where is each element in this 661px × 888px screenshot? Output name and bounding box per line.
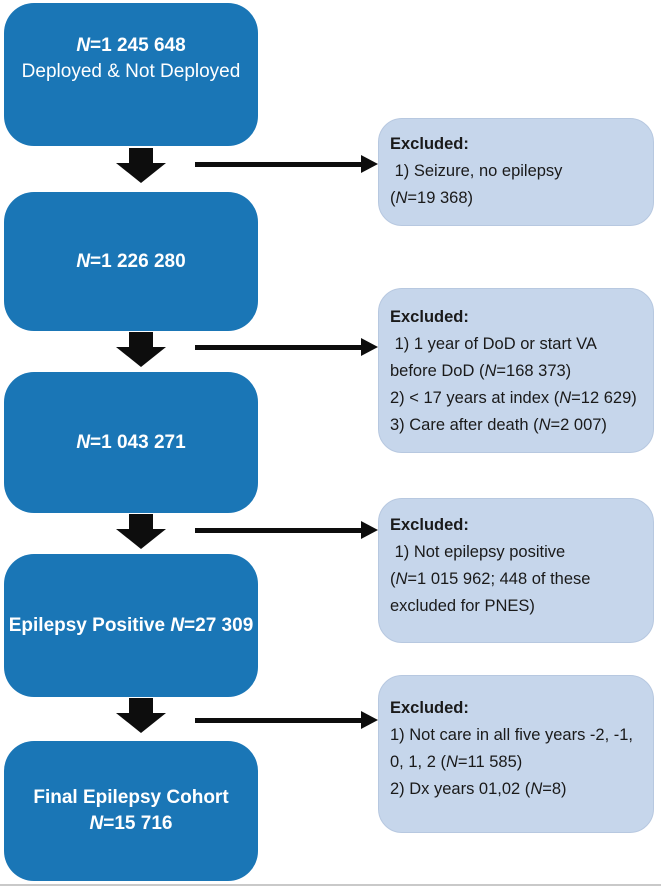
flow-box-epilepsy-positive: Epilepsy Positive N=27 309 <box>4 554 258 697</box>
arrow-shaft <box>195 528 361 533</box>
excluded-box-3: Excluded: 1) Not epilepsy positive (N=1 0… <box>378 498 654 643</box>
text-line: Deployed & Not Deployed <box>21 60 241 82</box>
text-line: N=15 716 <box>89 813 173 834</box>
text-line: Excluded: <box>390 308 469 326</box>
arrow-shaft <box>129 332 153 348</box>
text-line: N=1 043 271 <box>76 431 186 453</box>
arrow-shaft <box>129 514 153 530</box>
excluded-box-1: Excluded: 1) Seizure, no epilepsy (N=19 3… <box>378 118 654 226</box>
arrow-head <box>361 711 378 729</box>
text-line: 0, 1, 2 (N=11 585) <box>390 753 523 771</box>
right-arrow-icon <box>195 711 378 729</box>
text-line: N=1 226 280 <box>76 250 186 272</box>
down-arrow-icon <box>116 514 166 549</box>
excluded-box-4: Excluded: 1) Not care in all five years -… <box>378 675 654 833</box>
text-line: 1) Seizure, no epilepsy <box>390 162 563 180</box>
text-line: 1) Not care in all five years -2, -1, <box>390 726 634 744</box>
arrow-shaft <box>195 162 361 167</box>
text-line: Excluded: <box>390 699 469 717</box>
arrow-head <box>116 529 166 549</box>
arrow-head <box>361 155 378 173</box>
text-line: before DoD (N=168 373) <box>390 362 572 380</box>
flow-box-step-2: N=1 226 280 <box>4 192 258 331</box>
flow-box-step-3: N=1 043 271 <box>4 372 258 513</box>
text-line: 1) Not epilepsy positive <box>390 543 566 561</box>
text-line: 2) Dx years 01,02 (N=8) <box>390 780 567 798</box>
down-arrow-icon <box>116 148 166 183</box>
text-line: Final Epilepsy Cohort <box>33 787 229 808</box>
text-line: Epilepsy Positive N=27 309 <box>8 614 254 636</box>
right-arrow-icon <box>195 155 378 173</box>
text-line: excluded for PNES) <box>390 597 535 615</box>
text-line: 1) 1 year of DoD or start VA <box>390 335 597 353</box>
arrow-head <box>361 521 378 539</box>
figure-bottom-border <box>0 884 661 886</box>
text-line: N=1 245 648 <box>76 34 186 56</box>
text-line: 3) Care after death (N=2 007) <box>390 416 607 434</box>
excluded-box-2: Excluded: 1) 1 year of DoD or start VA be… <box>378 288 654 453</box>
text-line: (N=1 015 962; 448 of these <box>390 570 591 588</box>
arrow-shaft <box>195 718 361 723</box>
arrow-head <box>116 163 166 183</box>
right-arrow-icon <box>195 521 378 539</box>
arrow-shaft <box>195 345 361 350</box>
right-arrow-icon <box>195 338 378 356</box>
text-line: Excluded: <box>390 135 469 153</box>
text-line: Excluded: <box>390 516 469 534</box>
text-line: (N=19 368) <box>390 189 474 207</box>
arrow-head <box>116 347 166 367</box>
down-arrow-icon <box>116 698 166 733</box>
arrow-head <box>116 713 166 733</box>
arrow-head <box>361 338 378 356</box>
arrow-shaft <box>129 148 153 164</box>
text-line: 2) < 17 years at index (N=12 629) <box>390 389 637 407</box>
arrow-shaft <box>129 698 153 714</box>
down-arrow-icon <box>116 332 166 367</box>
